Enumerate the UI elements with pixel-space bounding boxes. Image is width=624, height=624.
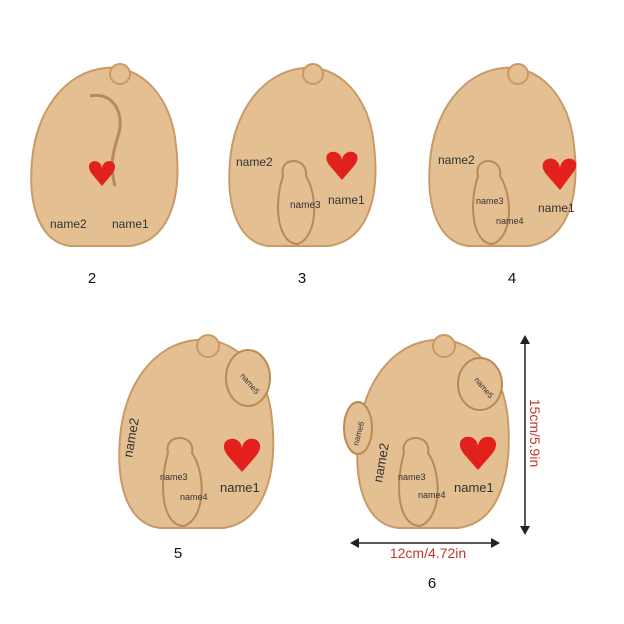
height-arrow	[518, 335, 532, 535]
name-label-5: name1	[220, 480, 260, 495]
product-caption: 2	[87, 270, 97, 287]
height-label: 15cm/5.9in	[527, 398, 543, 468]
product-5-bears: name2 name3 name4 name5 name1	[108, 328, 288, 538]
name-label-3: name4	[496, 216, 524, 226]
product-caption: 5	[173, 545, 183, 562]
name-label-2: name1	[112, 217, 149, 231]
name-label-1: name2	[120, 417, 142, 459]
width-arrow	[350, 536, 500, 550]
product-2-bears: name2 name1	[20, 56, 190, 256]
name-label-2: name3	[398, 472, 426, 482]
name-label-2: name3	[160, 472, 188, 482]
product-caption: 4	[507, 270, 517, 287]
name-label-3: name1	[328, 193, 365, 207]
product-4-bears: name2 name3 name4 name1	[418, 56, 588, 266]
product-3-bears: name2 name3 name1	[218, 56, 388, 256]
name-label-1: name2	[50, 217, 87, 231]
name-label-6: name1	[454, 480, 494, 495]
name-label-1: name2	[370, 442, 392, 484]
name-label-4: name1	[538, 201, 575, 215]
name-label-2: name3	[476, 196, 504, 206]
name-label-3: name4	[418, 490, 446, 500]
name-label-1: name2	[438, 153, 475, 167]
product-caption: 3	[297, 270, 307, 287]
width-label: 12cm/4.72in	[389, 545, 467, 561]
name-label-2: name3	[290, 200, 321, 211]
product-caption: 6	[427, 575, 437, 592]
product-6-bears: name2 name3 name4 name5 name6 name1	[338, 328, 518, 538]
name-label-3: name4	[180, 492, 208, 502]
name-label-1: name2	[236, 155, 273, 169]
